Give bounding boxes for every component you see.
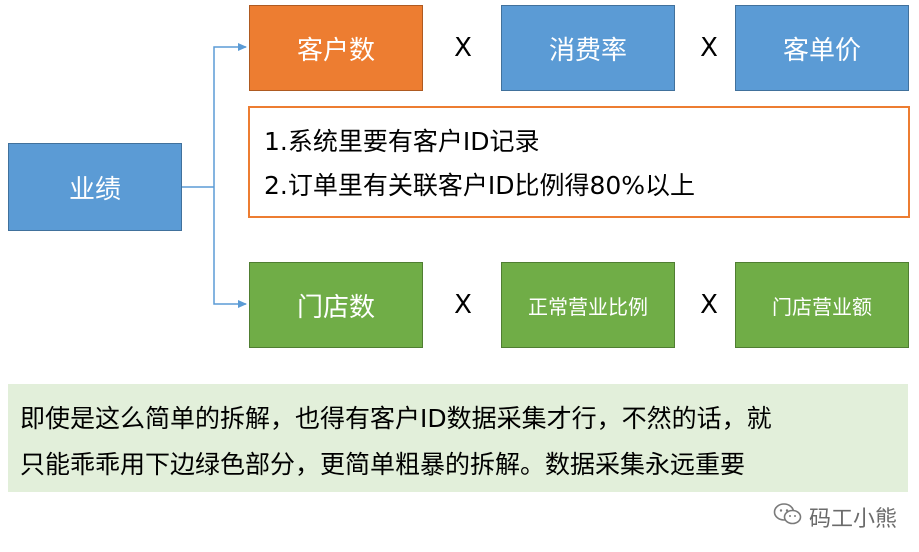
watermark-label: 码工小熊: [808, 507, 897, 532]
summary-line: 即使是这么简单的拆解，也得有客户ID数据采集才行，不然的话，就: [20, 404, 772, 433]
multiply-operator: X: [700, 290, 718, 320]
summary-line: 只能乖乖用下边绿色部分，更简单粗暴的拆解。数据采集永远重要: [20, 450, 746, 479]
node-consumption-rate-label: 消费率: [548, 35, 627, 66]
summary-text-box: 即使是这么简单的拆解，也得有客户ID数据采集才行，不然的话，就 只能乖乖用下边绿…: [8, 384, 908, 492]
note-line: 1.系统里要有客户ID记录: [264, 127, 540, 156]
root-node-performance: 业绩: [8, 143, 182, 231]
node-store-revenue-label: 门店营业额: [772, 294, 872, 319]
note-line: 2.订单里有关联客户ID比例得80%以上: [264, 171, 696, 200]
node-store-count: 门店数: [249, 262, 423, 348]
multiply-operator: X: [700, 33, 718, 63]
multiply-operator: X: [454, 290, 472, 320]
node-customer-count: 客户数: [249, 5, 423, 91]
requirements-note: 1.系统里要有客户ID记录 2.订单里有关联客户ID比例得80%以上: [248, 106, 910, 218]
multiply-operator: X: [454, 33, 472, 63]
watermark: 码工小熊: [773, 502, 897, 532]
node-store-revenue: 门店营业额: [735, 262, 909, 348]
node-customer-count-label: 客户数: [296, 35, 375, 66]
node-normal-operation-ratio-label: 正常营业比例: [528, 294, 648, 319]
connector-to-stores: [213, 187, 247, 308]
connector-to-customers: [213, 43, 247, 187]
node-normal-operation-ratio: 正常营业比例: [501, 262, 675, 348]
wechat-icon: [773, 502, 803, 532]
node-average-order-value-label: 客单价: [782, 35, 861, 66]
node-consumption-rate: 消费率: [501, 5, 675, 91]
node-store-count-label: 门店数: [296, 292, 375, 323]
root-node-label: 业绩: [68, 174, 121, 205]
node-average-order-value: 客单价: [735, 5, 909, 91]
